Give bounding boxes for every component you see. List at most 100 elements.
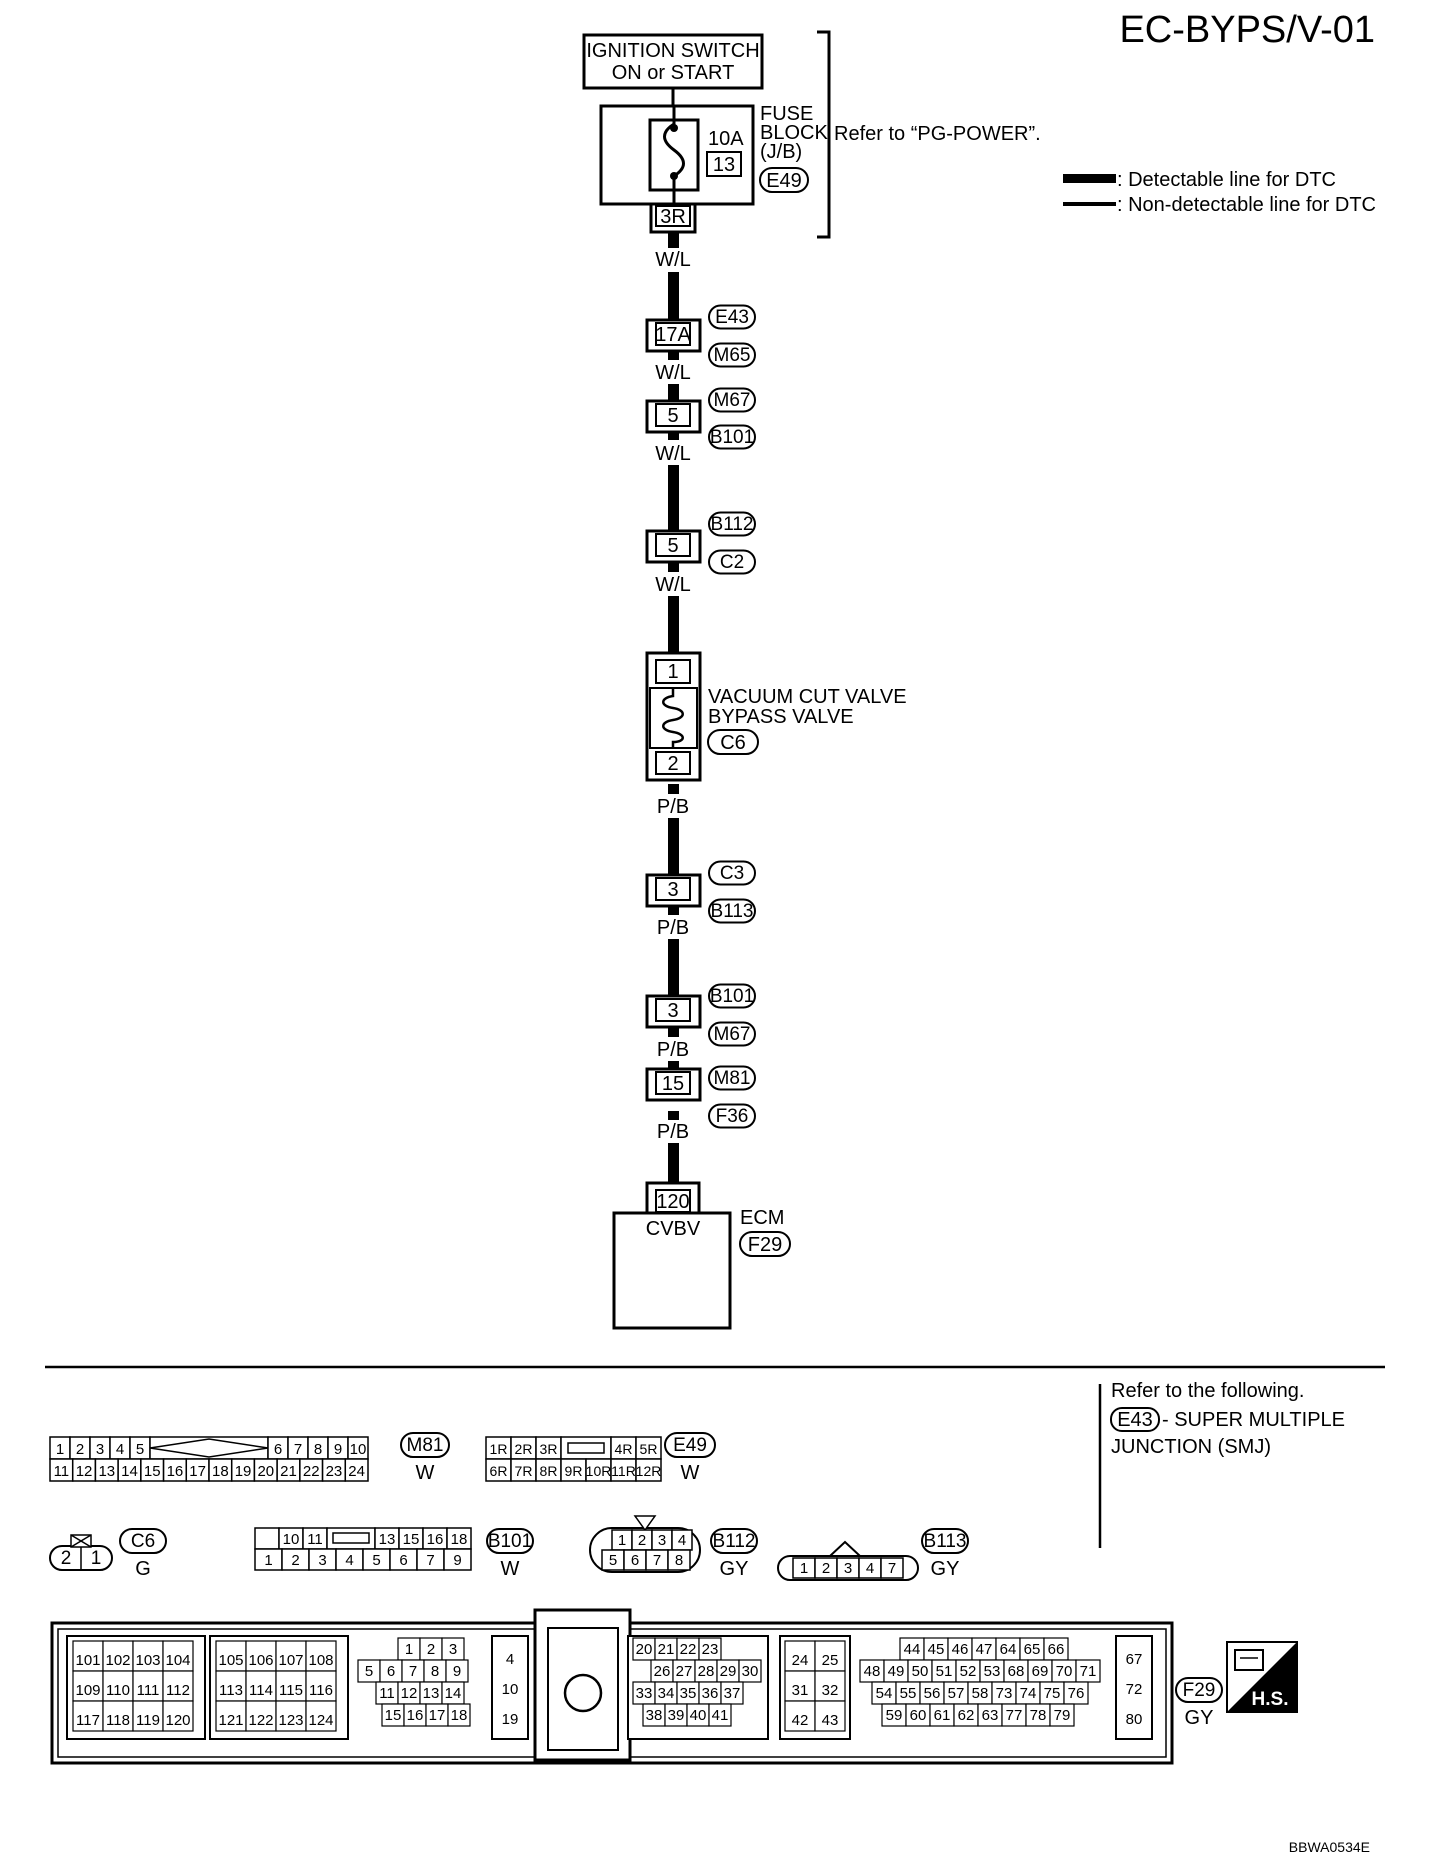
pin-cell: 59	[886, 1707, 903, 1724]
solenoid-coil-icon	[662, 688, 684, 748]
valve-pin-bottom: 2	[667, 753, 678, 775]
pin-cell: 9	[453, 1663, 461, 1680]
svg-text:E43: E43	[1117, 1409, 1153, 1431]
pin-cell: 113	[219, 1682, 243, 1699]
pin-cell: 7	[426, 1552, 434, 1569]
junction-pin: 5	[667, 405, 678, 427]
pin-cell: 14	[121, 1463, 138, 1480]
pin-cell: 102	[105, 1652, 130, 1669]
connector-id: B112	[711, 514, 754, 535]
connector-id: M67	[714, 1024, 751, 1045]
connector-id: M81	[407, 1435, 444, 1456]
pin-cell: 5	[365, 1663, 373, 1680]
vacuum-cut-valve: 1 2 VACUUM CUT VALVE BYPASS VALVE C6	[645, 651, 907, 782]
pin-cell: 107	[278, 1652, 303, 1669]
pin-cell: 4	[678, 1532, 686, 1549]
pin-cell: 3	[318, 1552, 326, 1569]
pin-cell: 24	[348, 1463, 365, 1480]
pin-cell: 24	[792, 1652, 809, 1669]
pin-cell: 17	[429, 1707, 446, 1724]
connector-id: B101	[710, 986, 754, 1007]
ecm: 120 CVBV ECM F29	[612, 1181, 791, 1330]
wire-label: W/L	[655, 362, 691, 384]
pin-cell: 14	[445, 1685, 462, 1702]
pin-cell: 25	[822, 1652, 839, 1669]
pin-cell: 16	[427, 1531, 444, 1548]
pin-cell: 122	[248, 1712, 273, 1729]
pin-cell: 112	[166, 1682, 190, 1699]
pin-cell: 64	[1000, 1641, 1017, 1658]
pin-cell: 1	[91, 1548, 102, 1569]
pin-cell: 35	[680, 1685, 697, 1702]
connector-id: M81	[714, 1068, 751, 1089]
connector-color: W	[681, 1462, 700, 1484]
pin-cell: 19	[235, 1463, 252, 1480]
ecm-label: ECM	[740, 1207, 784, 1229]
ignition-label-1: IGNITION SWITCH	[586, 40, 759, 62]
pin-cell: 2	[61, 1548, 72, 1569]
pin-cell: 116	[309, 1682, 333, 1699]
ignition-switch-box: IGNITION SWITCH ON or START	[582, 33, 764, 90]
pin-cell: 76	[1068, 1685, 1085, 1702]
connector-id: B112	[713, 1531, 756, 1552]
pin-cell: 5	[609, 1552, 617, 1569]
pin-cell: 1R	[490, 1441, 508, 1457]
pin-cell: 58	[972, 1685, 989, 1702]
pin-cell: 71	[1080, 1663, 1097, 1680]
connector-color: W	[501, 1558, 520, 1580]
pin-cell: 12R	[636, 1463, 662, 1479]
fuse-label-3: (J/B)	[760, 141, 802, 163]
pin-cell: 18	[451, 1707, 468, 1724]
junction-pin: 5	[667, 535, 678, 557]
pin-cell: 2	[427, 1641, 435, 1658]
pin-cell: 18	[212, 1463, 229, 1480]
pin-cell: 70	[1056, 1663, 1073, 1680]
pin-cell: 5R	[640, 1441, 658, 1457]
pin-cell: 9	[334, 1441, 342, 1458]
connector-id: B101	[488, 1531, 532, 1552]
connector-id: B113	[924, 1531, 967, 1552]
pin-cell: 75	[1044, 1685, 1061, 1702]
pin-cell: 34	[658, 1685, 675, 1702]
pin-cell: 55	[900, 1685, 917, 1702]
junction-pin: 15	[662, 1073, 684, 1095]
pin-cell: 22	[680, 1641, 697, 1658]
pin-cell: 124	[308, 1712, 333, 1729]
pin-cell: 13	[379, 1531, 396, 1548]
pin-cell: 66	[1048, 1641, 1065, 1658]
svg-text:JUNCTION (SMJ): JUNCTION (SMJ)	[1111, 1436, 1271, 1458]
pin-cell: 22	[303, 1463, 320, 1480]
pin-cell: 123	[278, 1712, 303, 1729]
connector-color: G	[135, 1558, 151, 1580]
connector-id: B101	[710, 427, 754, 448]
pin-cell: 57	[948, 1685, 965, 1702]
svg-text:- SUPER MULTIPLE: - SUPER MULTIPLE	[1162, 1409, 1345, 1431]
ecm-signal: CVBV	[646, 1218, 701, 1240]
pin-cell: 119	[136, 1712, 160, 1729]
pin-cell: 3	[96, 1441, 104, 1458]
connector-id: E43	[715, 307, 749, 328]
pin-cell: 16	[407, 1707, 424, 1724]
pin-cell: 108	[308, 1652, 333, 1669]
non-detectable-line-sample	[1063, 202, 1116, 206]
connector-id: B113	[711, 901, 754, 922]
pin-cell: 6	[387, 1663, 395, 1680]
pin-cell: 1	[56, 1441, 64, 1458]
hs-label: H.S.	[1252, 1689, 1289, 1710]
pin-cell: 7	[294, 1441, 302, 1458]
pin-cell: 4	[116, 1441, 124, 1458]
svg-text:3R: 3R	[660, 206, 686, 228]
pin-cell: 6	[631, 1552, 639, 1569]
pin-cell: 8	[675, 1552, 683, 1569]
fuse-symbol	[663, 106, 685, 204]
pin-cell: 3R	[540, 1441, 558, 1457]
pin-cell: 118	[106, 1712, 130, 1729]
pin-cell: 21	[658, 1641, 675, 1658]
connector-icon	[1234, 1649, 1264, 1671]
pin-cell: 4	[345, 1552, 353, 1569]
pin-cell: 42	[792, 1712, 809, 1729]
pin-cell: 65	[1024, 1641, 1041, 1658]
pin-cell: 41	[712, 1707, 729, 1724]
